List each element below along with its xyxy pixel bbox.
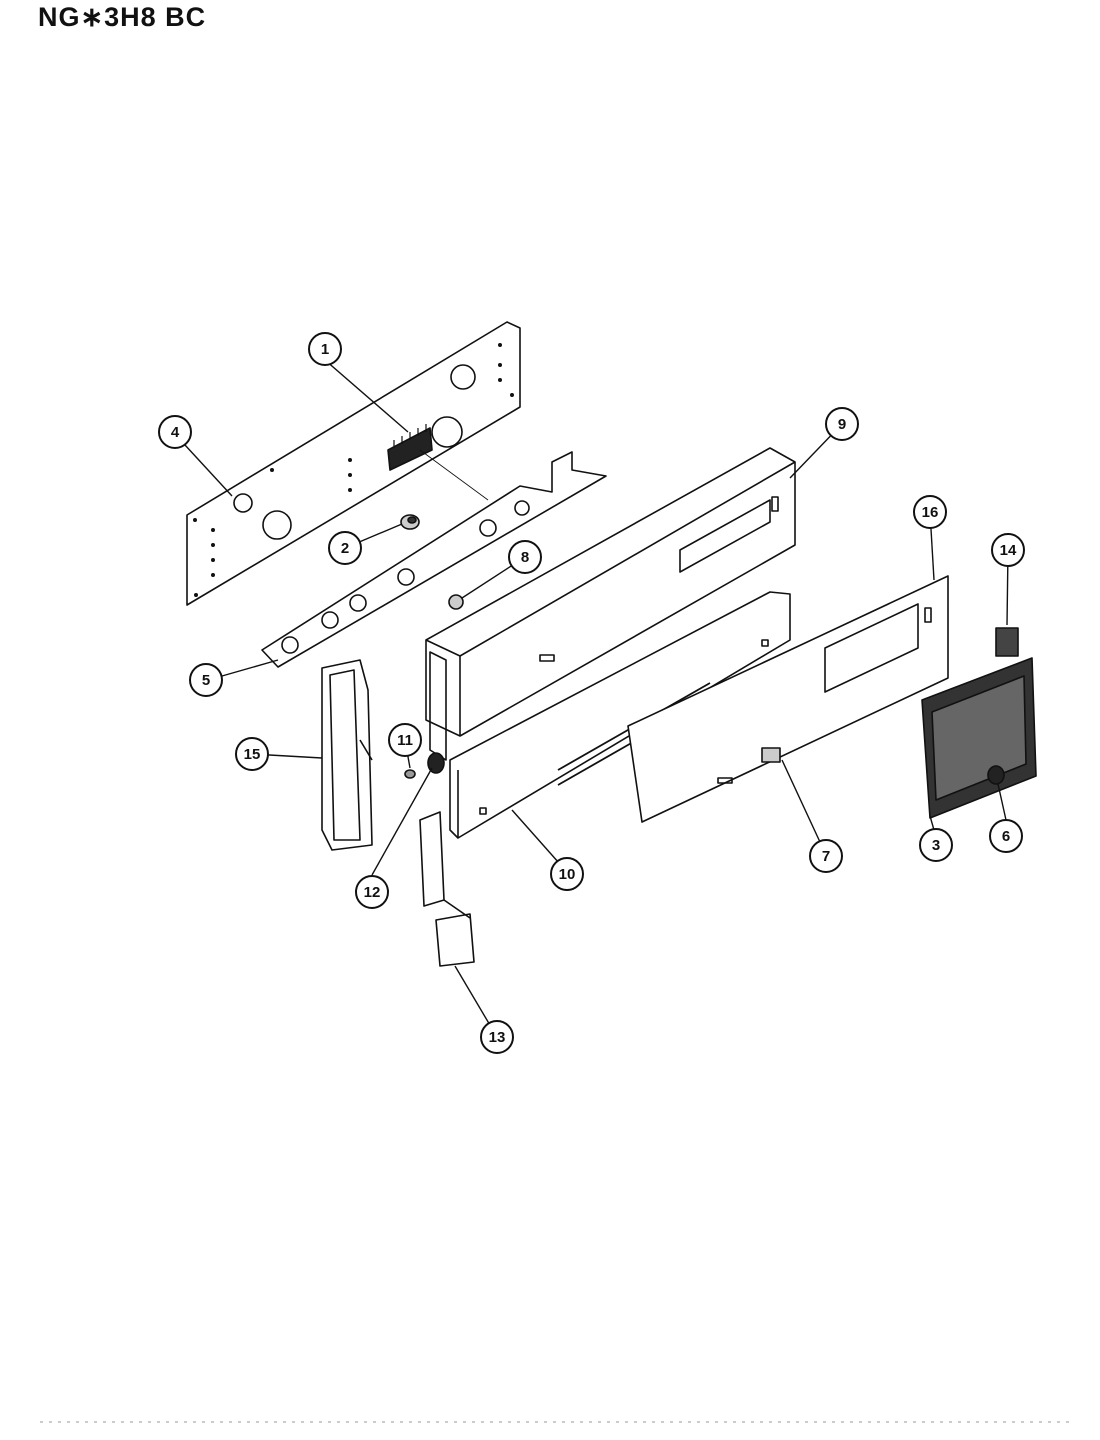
callout-4: 4 xyxy=(158,415,192,449)
switch-part xyxy=(761,747,781,763)
callout-10: 10 xyxy=(550,857,584,891)
control-panel-overlay xyxy=(627,575,949,823)
svg-text:4: 4 xyxy=(171,424,180,441)
callout-6: 6 xyxy=(989,819,1023,853)
svg-text:15: 15 xyxy=(244,746,261,763)
upper-control-housing xyxy=(425,447,796,761)
model-number-title: NG∗3H8 BC xyxy=(38,2,207,32)
terminal-block xyxy=(387,424,489,501)
svg-text:16: 16 xyxy=(922,504,939,521)
svg-text:11: 11 xyxy=(397,732,413,749)
callout-15: 15 xyxy=(235,737,269,771)
side-trim-strip xyxy=(321,659,373,851)
callout-5: 5 xyxy=(189,663,223,697)
callout-13: 13 xyxy=(480,1020,514,1054)
svg-text:5: 5 xyxy=(202,672,210,689)
svg-text:9: 9 xyxy=(838,416,846,433)
callout-11: 11 xyxy=(388,723,422,757)
callout-16: 16 xyxy=(913,495,947,529)
svg-text:14: 14 xyxy=(1000,542,1017,559)
svg-text:3: 3 xyxy=(932,837,940,854)
svg-text:2: 2 xyxy=(341,540,349,557)
selector-switch xyxy=(995,627,1019,657)
svg-text:8: 8 xyxy=(521,549,529,566)
bushing-part xyxy=(400,514,420,530)
callout-7: 7 xyxy=(809,839,843,873)
svg-text:10: 10 xyxy=(559,866,576,883)
nut-part xyxy=(448,594,464,610)
manifold-bracket xyxy=(261,451,607,668)
callout-9: 9 xyxy=(825,407,859,441)
callout-labels: 1 2 3 4 5 6 7 8 xyxy=(158,332,1025,1054)
callout-3: 3 xyxy=(919,828,953,862)
control-backplate-panel xyxy=(186,321,521,606)
timer-knob xyxy=(987,765,1005,785)
svg-text:6: 6 xyxy=(1002,828,1010,845)
callout-2: 2 xyxy=(328,531,362,565)
callout-14: 14 xyxy=(991,533,1025,567)
svg-text:12: 12 xyxy=(364,884,381,901)
callout-8: 8 xyxy=(508,540,542,574)
callout-12: 12 xyxy=(355,875,389,909)
mounting-bracket xyxy=(419,811,475,967)
svg-text:13: 13 xyxy=(489,1029,506,1046)
screw-part xyxy=(404,769,416,779)
svg-text:1: 1 xyxy=(321,341,329,358)
callout-1: 1 xyxy=(308,332,342,366)
svg-text:7: 7 xyxy=(822,848,830,865)
